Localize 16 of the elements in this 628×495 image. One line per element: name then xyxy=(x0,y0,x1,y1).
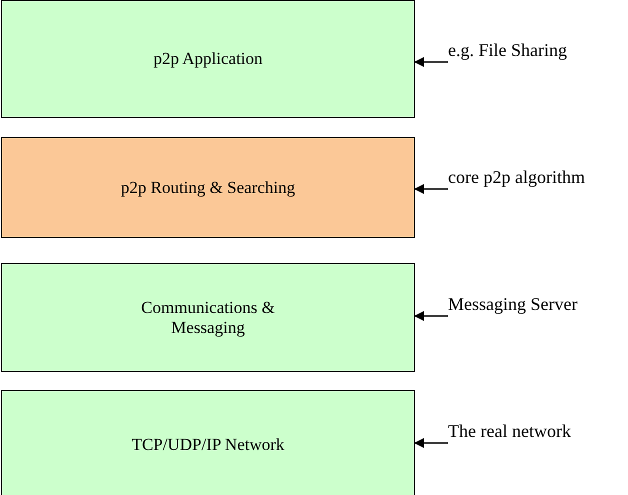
annotation-text: e.g. File Sharing xyxy=(448,40,567,60)
layer-label: p2p Application xyxy=(152,49,264,69)
annotation-text: Messaging Server xyxy=(448,294,578,314)
layer-box xyxy=(1,390,415,495)
layer-label: p2p Routing & Searching xyxy=(120,178,296,198)
arrow xyxy=(414,184,448,194)
layer-label: Communications & Messaging xyxy=(140,298,276,338)
annotation-text: core p2p algorithm xyxy=(448,167,585,187)
layer-box xyxy=(1,263,415,372)
arrow xyxy=(414,57,448,67)
layer-box xyxy=(1,0,415,118)
arrow xyxy=(414,438,448,448)
layer-label: TCP/UDP/IP Network xyxy=(130,435,286,455)
layer-box xyxy=(1,137,415,238)
arrow xyxy=(414,311,448,321)
annotation-text: The real network xyxy=(448,421,571,441)
